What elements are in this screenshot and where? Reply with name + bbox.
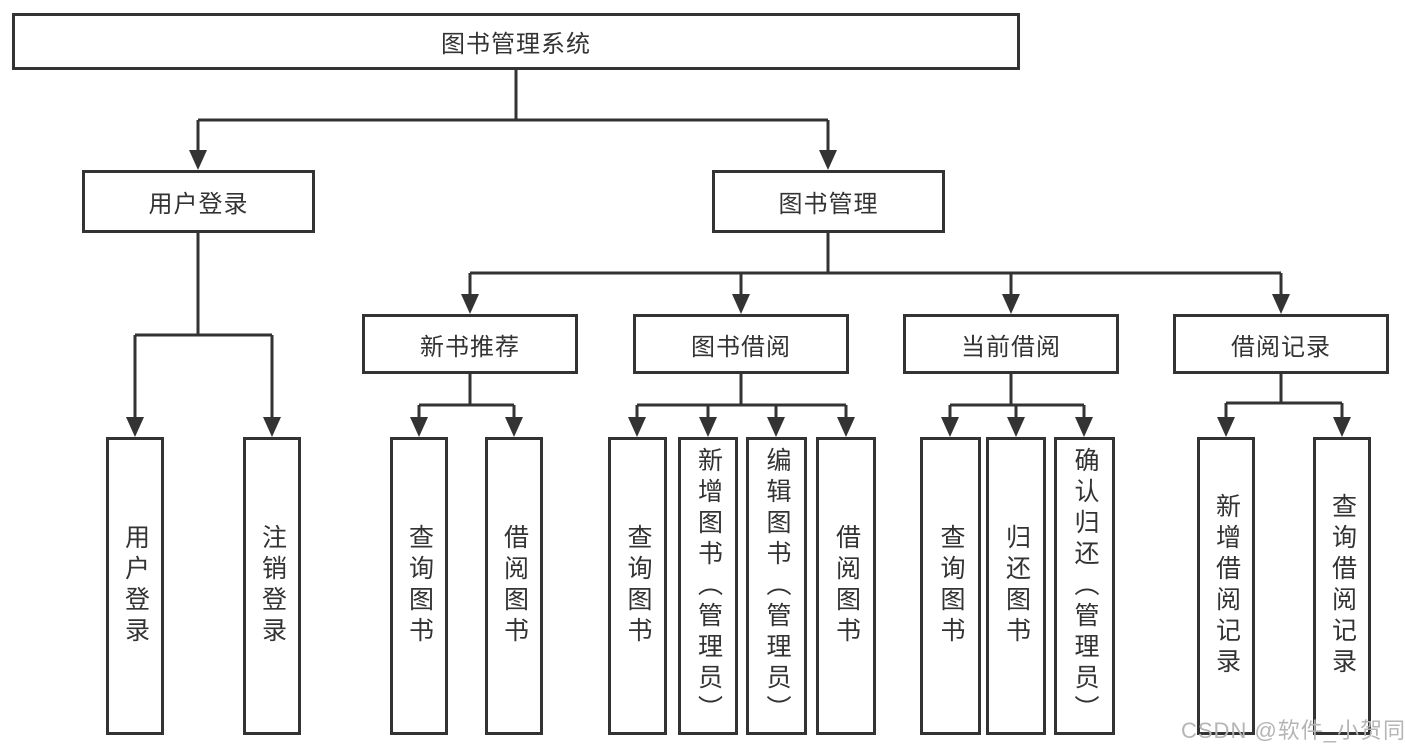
node-book-management: 图书管理 bbox=[712, 170, 945, 233]
node-book-borrow: 图书借阅 bbox=[633, 314, 849, 374]
arrow-down-icon bbox=[1002, 294, 1020, 314]
leaf-borrow-books: 借阅图书 bbox=[816, 437, 876, 735]
arrow-down-icon bbox=[1333, 417, 1351, 437]
arrow-down-icon bbox=[1217, 417, 1235, 437]
leaf-confirm-return-admin: 确认归还（管理员） bbox=[1054, 437, 1115, 735]
leaf-user-login: 用户登录 bbox=[106, 437, 164, 735]
arrow-down-icon bbox=[505, 417, 523, 437]
arrow-down-icon bbox=[263, 417, 281, 437]
leaf-return-books: 归还图书 bbox=[986, 437, 1046, 735]
leaf-edit-books-admin: 编辑图书（管理员） bbox=[746, 437, 807, 735]
arrow-down-icon bbox=[732, 294, 750, 314]
arrow-down-icon bbox=[819, 150, 837, 170]
leaf-query-books-borrow: 查询图书 bbox=[608, 437, 667, 735]
leaf-query-borrow-record: 查询借阅记录 bbox=[1313, 437, 1371, 735]
arrow-down-icon bbox=[837, 417, 855, 437]
arrow-down-icon bbox=[1007, 417, 1025, 437]
arrow-down-icon bbox=[1272, 294, 1290, 314]
leaf-borrow-books-newbook: 借阅图书 bbox=[485, 437, 543, 735]
arrow-down-icon bbox=[628, 417, 646, 437]
arrow-down-icon bbox=[699, 417, 717, 437]
leaf-query-books-newbook: 查询图书 bbox=[390, 437, 448, 735]
arrow-down-icon bbox=[941, 417, 959, 437]
arrow-down-icon bbox=[1075, 417, 1093, 437]
leaf-query-books-current: 查询图书 bbox=[920, 437, 981, 735]
arrow-down-icon bbox=[410, 417, 428, 437]
node-new-book-recommend: 新书推荐 bbox=[362, 314, 578, 374]
node-root: 图书管理系统 bbox=[12, 13, 1020, 70]
arrow-down-icon bbox=[461, 294, 479, 314]
csdn-watermark: CSDN @软件_小贺同学 bbox=[1181, 718, 1405, 743]
leaf-add-books-admin: 新增图书（管理员） bbox=[678, 437, 738, 735]
arrow-down-icon bbox=[767, 417, 785, 437]
node-user-login: 用户登录 bbox=[82, 170, 315, 233]
leaf-add-borrow-record: 新增借阅记录 bbox=[1197, 437, 1255, 735]
node-current-borrow: 当前借阅 bbox=[903, 314, 1119, 374]
leaf-logout: 注销登录 bbox=[243, 437, 301, 735]
arrow-down-icon bbox=[126, 417, 144, 437]
arrow-down-icon bbox=[189, 150, 207, 170]
node-borrow-records: 借阅记录 bbox=[1173, 314, 1389, 374]
